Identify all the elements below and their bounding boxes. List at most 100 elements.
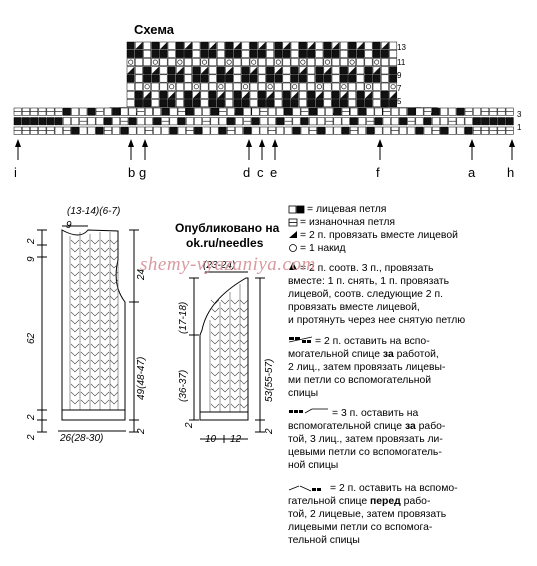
- chart-cell: [380, 99, 389, 108]
- chart-cell: [233, 99, 242, 108]
- row-number-9: 9: [397, 71, 402, 80]
- chart-cell: [407, 107, 416, 116]
- chart-cell: [167, 58, 176, 67]
- braid-stroke: [239, 299, 249, 305]
- chart-cell: [389, 58, 398, 67]
- chart-cell: [282, 58, 291, 67]
- braid-stroke: [70, 247, 80, 253]
- chart-cell: [341, 126, 350, 135]
- chart-cell: [225, 49, 234, 58]
- chart-cell: [399, 107, 408, 116]
- chart-cell: [177, 117, 186, 126]
- row-number-3: 3: [517, 110, 522, 119]
- chart-cell: [505, 117, 514, 126]
- chart-cell: [331, 49, 340, 58]
- braid-stroke: [109, 375, 119, 381]
- braid-stroke: [230, 371, 240, 377]
- chart-cell: [71, 117, 80, 126]
- chart-cell: [151, 41, 160, 50]
- braid-stroke: [230, 347, 240, 353]
- braid-stroke: [70, 295, 80, 301]
- braid-stroke: [220, 347, 230, 353]
- chart-cell: [167, 82, 176, 91]
- braid-stroke: [239, 395, 249, 401]
- chart-cell: [356, 99, 365, 108]
- chart-cell: [323, 74, 332, 83]
- chart-cell: [159, 74, 168, 83]
- chart-cell: [184, 90, 193, 99]
- chart-cell: [233, 74, 242, 83]
- braid-stroke: [109, 279, 119, 285]
- chart-cell: [151, 82, 160, 91]
- chart-cell: [128, 126, 137, 135]
- chart-cell: [103, 117, 112, 126]
- chart-cell: [233, 90, 242, 99]
- chart-cell: [87, 107, 96, 116]
- chart-cell: [177, 126, 186, 135]
- chart-title: Схема: [134, 22, 175, 37]
- chart-cell: [257, 90, 266, 99]
- chart-cell: [249, 82, 258, 91]
- dim-back-2-bottom2: 2: [26, 434, 37, 440]
- chart-cell: [380, 82, 389, 91]
- chart-cell: [251, 117, 260, 126]
- chart-cell: [339, 58, 348, 67]
- chart-cell: [349, 107, 358, 116]
- chart-cell: [200, 58, 209, 67]
- chart-cell: [315, 99, 324, 108]
- chart-cell: [192, 74, 201, 83]
- braid-stroke: [80, 263, 90, 269]
- legend-cable-front2-b: гательной спице перед рабо-: [288, 496, 431, 507]
- chart-cell: [356, 49, 365, 58]
- row-number-7: 7: [397, 84, 402, 93]
- chart-cell: [241, 82, 250, 91]
- legend-yarnover: = 1 накид: [300, 243, 346, 254]
- chart-cell: [266, 99, 275, 108]
- braid-stroke: [239, 347, 249, 353]
- braid-stroke: [70, 391, 80, 397]
- chart-cell: [144, 107, 153, 116]
- braid-stroke: [100, 359, 110, 365]
- chart-cell-decrease: [233, 42, 241, 50]
- chart-cell: [448, 107, 457, 116]
- chart-cell: [225, 41, 234, 50]
- chart-cell: [192, 49, 201, 58]
- chart-cell: [62, 117, 71, 126]
- chart-cell: [282, 99, 291, 108]
- chart-cell-yarnover: [128, 59, 134, 65]
- chart-cell-yarnover: [144, 84, 150, 90]
- marker-arrow-head: [509, 139, 515, 147]
- braid-stroke: [90, 399, 100, 405]
- braid-stroke: [230, 307, 240, 313]
- chart-cell: [323, 90, 332, 99]
- chart-cell: [464, 117, 473, 126]
- chart-cell: [151, 74, 160, 83]
- chart-cell: [339, 82, 348, 91]
- braid-stroke: [80, 271, 90, 277]
- chart-cell: [233, 58, 242, 67]
- braid-stroke: [80, 247, 90, 253]
- chart-cell: [407, 126, 416, 135]
- braid-stroke: [80, 279, 90, 285]
- chart-cell: [298, 58, 307, 67]
- legend-purl: = изнаночная петля: [300, 217, 396, 228]
- chart-cell-decrease: [258, 42, 266, 50]
- chart-cell: [389, 41, 398, 50]
- chart-cell: [274, 58, 283, 67]
- chart-cell: [290, 58, 299, 67]
- chart-cell: [225, 74, 234, 83]
- braid-stroke: [80, 287, 90, 293]
- back-schematic: [37, 225, 139, 433]
- chart-cell: [159, 66, 168, 75]
- chart-cell: [226, 117, 235, 126]
- braid-stroke: [239, 323, 249, 329]
- chart-cell: [243, 107, 252, 116]
- chart-cell: [134, 82, 143, 91]
- chart-cell: [200, 49, 209, 58]
- chart-cell: [372, 49, 381, 58]
- dim-sleeve-left-body: (36-37): [178, 369, 189, 402]
- legend-cable-back3-b: вспомогательной спице за рабо-: [288, 421, 446, 432]
- chart-cell: [282, 49, 291, 58]
- chart-cell: [298, 41, 307, 50]
- chart-cell-decrease: [323, 66, 332, 74]
